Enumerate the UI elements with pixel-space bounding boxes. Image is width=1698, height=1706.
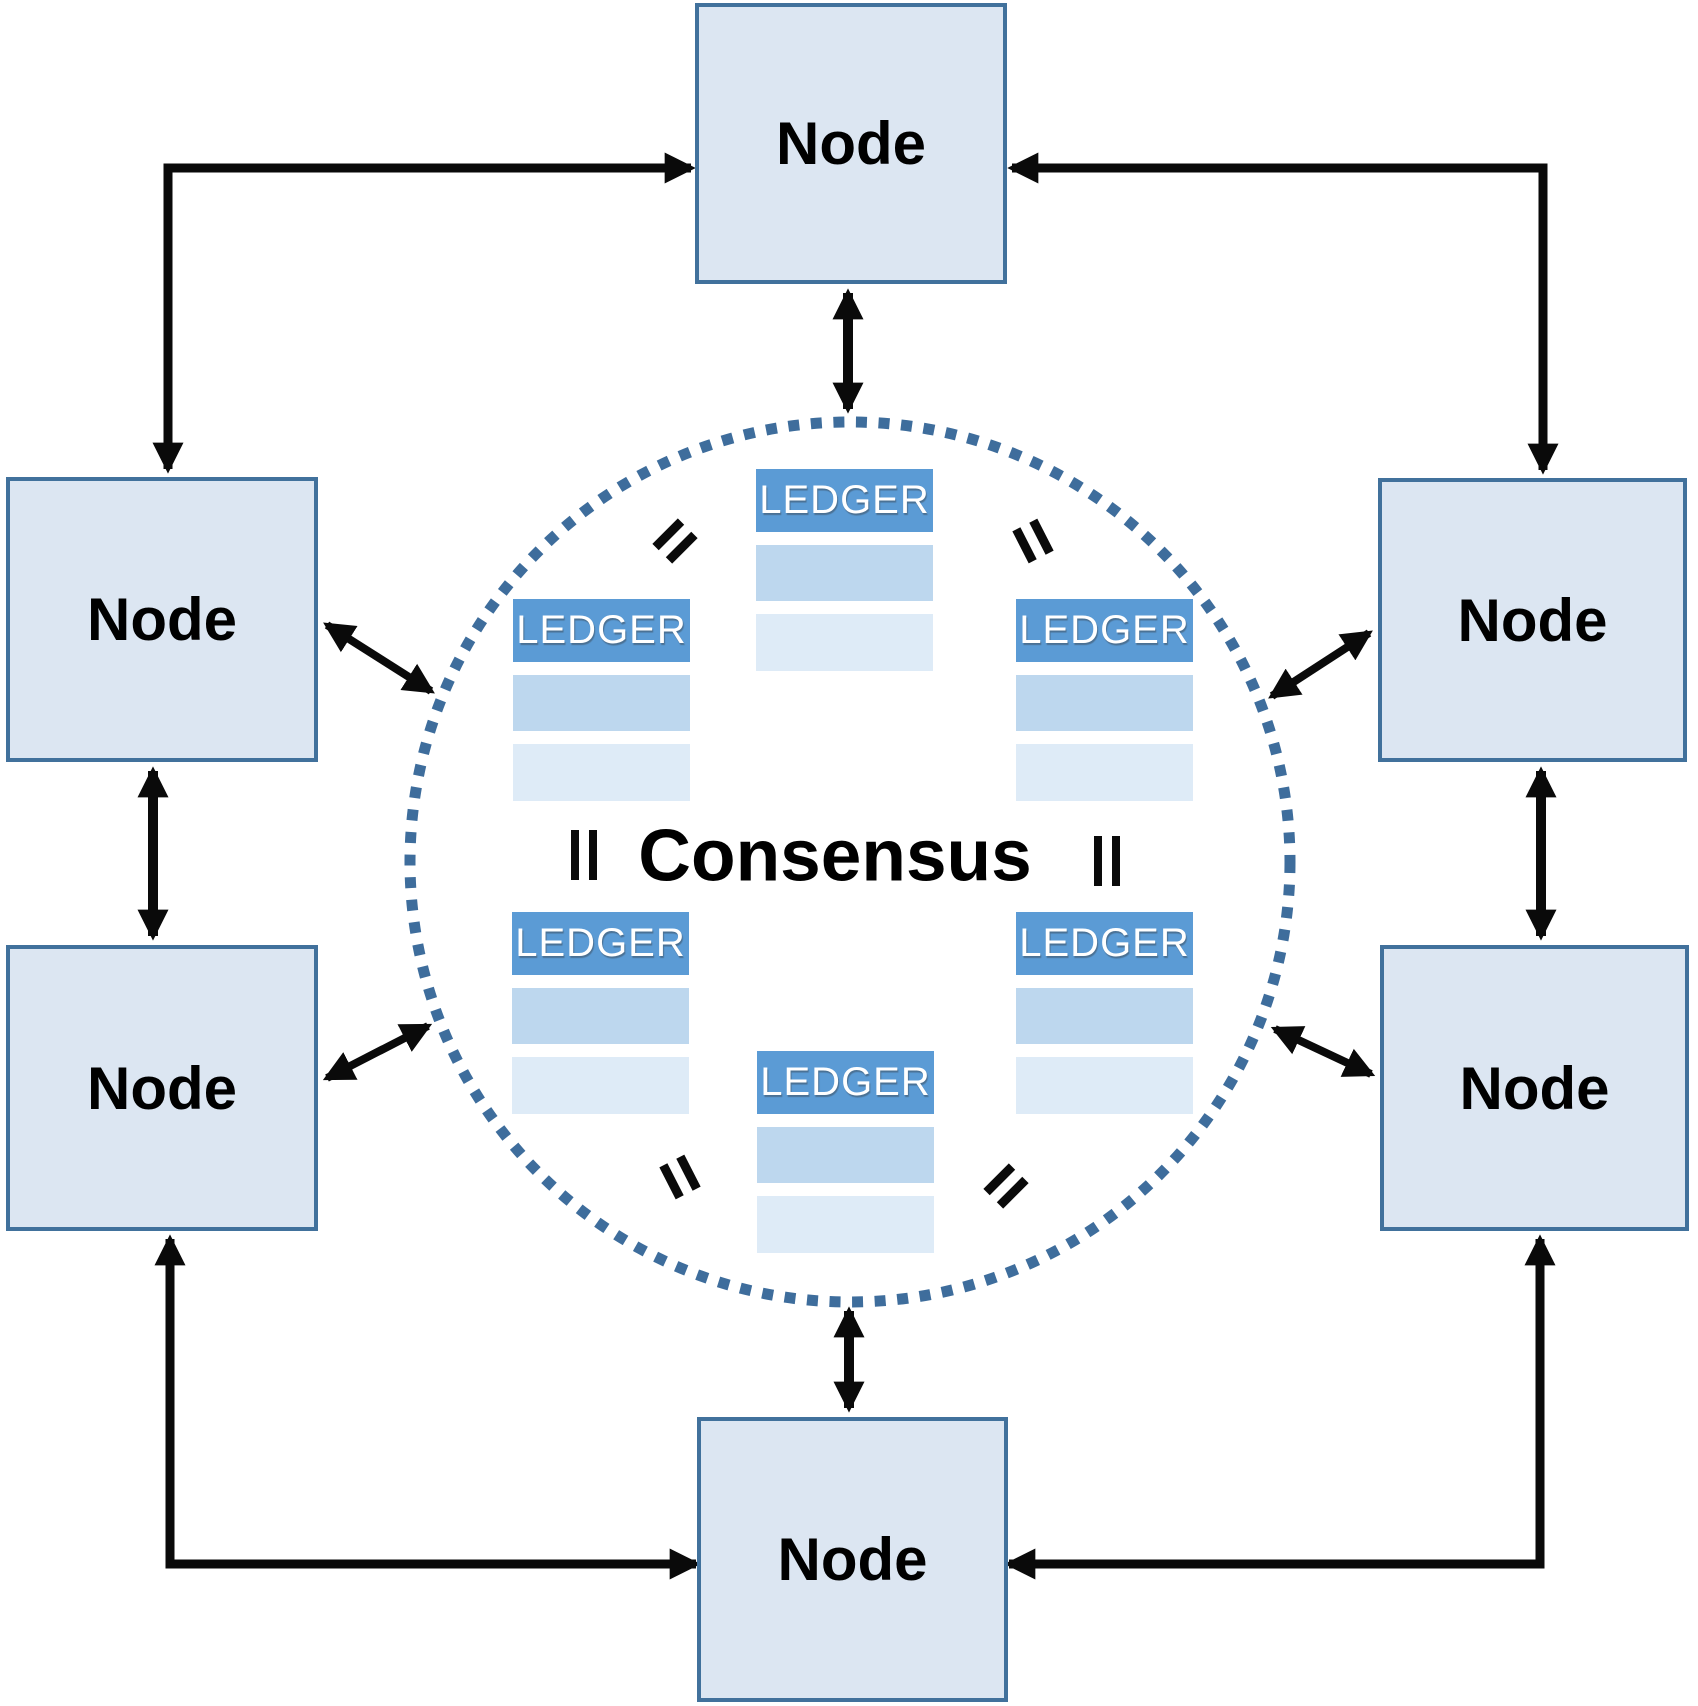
ledger-row <box>756 545 933 601</box>
ledger-row <box>512 988 689 1044</box>
node-label: Node <box>1457 586 1608 654</box>
ledger-row <box>513 675 690 731</box>
node-lower-right: Node <box>1380 945 1689 1231</box>
ledger-row <box>756 614 933 671</box>
node-label: Node <box>87 1054 237 1122</box>
node-label: Node <box>777 1526 928 1593</box>
node-label: Node <box>1459 1054 1610 1122</box>
ledger-table-bottom: LEDGER <box>757 1051 934 1253</box>
ledger-header: LEDGER <box>757 1051 934 1114</box>
node-lower-left: Node <box>6 945 318 1231</box>
ledger-row <box>1016 675 1193 731</box>
arrow-topnode-upperleftnode <box>152 152 696 474</box>
node-label: Node <box>87 586 237 653</box>
node-bottom: Node <box>697 1417 1008 1702</box>
ledger-row <box>757 1127 934 1183</box>
ledger-header: LEDGER <box>1016 599 1193 662</box>
arrow-lowerleftnode-circle <box>322 1022 433 1082</box>
ledger-header: LEDGER <box>513 599 690 662</box>
ledger-table-upper-left: LEDGER <box>513 599 690 801</box>
ledger-table-top: LEDGER <box>756 469 933 671</box>
node-upper-left: Node <box>6 477 318 762</box>
consensus-label: Consensus <box>638 815 1032 897</box>
ledger-row <box>513 744 690 801</box>
ledger-header: LEDGER <box>1016 912 1193 975</box>
arrow-topnode-upperrightnode <box>1007 152 1559 475</box>
arrow-upperrightnode-circle <box>1268 629 1373 700</box>
arrow-upperleftnode-circle <box>323 621 435 695</box>
ledger-header: LEDGER <box>512 912 689 975</box>
equals-icon <box>1094 836 1120 886</box>
node-upper-right: Node <box>1378 478 1687 762</box>
ledger-row <box>1016 744 1193 801</box>
ledger-row <box>512 1057 689 1114</box>
ledger-header: LEDGER <box>756 469 933 532</box>
consensus-dotted-circle <box>404 416 1296 1308</box>
node-label: Node <box>776 110 926 177</box>
arrow-lowerrightnode-circle <box>1270 1025 1376 1078</box>
ledger-table-lower-left: LEDGER <box>512 912 689 1114</box>
ledger-row <box>1016 1057 1193 1114</box>
equals-icon <box>571 830 597 880</box>
ledger-row <box>757 1196 934 1253</box>
ledger-row <box>1016 988 1193 1044</box>
ledger-table-upper-right: LEDGER <box>1016 599 1193 801</box>
ledger-table-lower-right: LEDGER <box>1016 912 1193 1114</box>
node-top: Node <box>695 3 1007 284</box>
arrow-lowerrightnode-bottomnode <box>1004 1234 1556 1580</box>
arrow-lowerleftnode-bottomnode <box>154 1234 701 1580</box>
